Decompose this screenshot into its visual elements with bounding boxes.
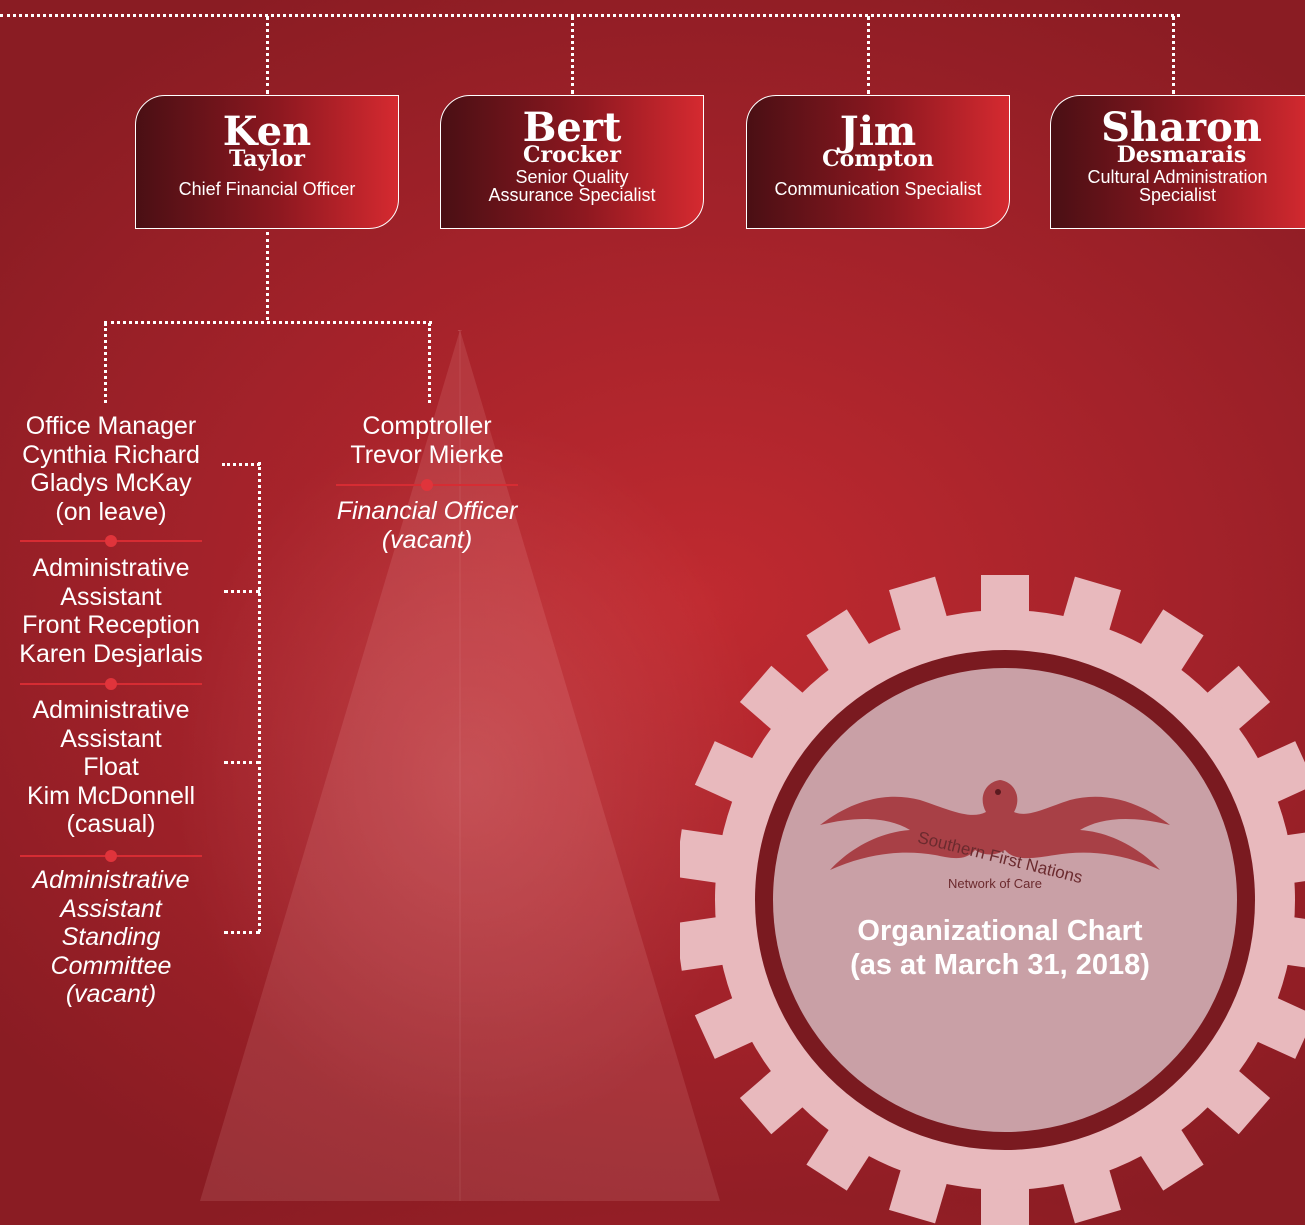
manager-first-name: Ken <box>222 108 312 155</box>
chart-title-line-2: (as at March 31, 2018) <box>850 949 1150 981</box>
separator-dot <box>105 850 117 862</box>
manager-role-line-1: Senior Quality <box>515 167 629 187</box>
staff-line: Standing <box>61 923 161 951</box>
staff-line: Gladys McKay <box>30 469 192 497</box>
separator-dot <box>421 479 433 491</box>
connector-office-spine <box>258 462 261 932</box>
manager-card-sharon-desmarais: Sharon Desmarais Cultural Administration… <box>1050 95 1305 229</box>
staff-line: Kim McDonnell <box>26 781 196 810</box>
staff-line: (vacant) <box>65 980 157 1008</box>
manager-card-ken-taylor: Ken Taylor Chief Financial Officer <box>135 95 399 229</box>
connector-office-2 <box>224 590 260 593</box>
staff-office-manager: Office Manager Cynthia Richard Gladys Mc… <box>0 412 222 526</box>
connector-office-3 <box>224 761 260 764</box>
manager-first-name: Sharon <box>1101 104 1262 151</box>
staff-line: Cynthia Richard <box>22 440 200 469</box>
connector-cfo-branch <box>104 321 432 324</box>
separator-dot <box>105 678 117 690</box>
staff-float: Administrative Assistant Float Kim McDon… <box>0 696 222 839</box>
manager-role-line-2: Specialist <box>1138 185 1217 205</box>
staff-line: Administrative <box>32 554 190 582</box>
connector-ken <box>266 16 269 94</box>
manager-role-line-1: Cultural Administration <box>1087 167 1268 187</box>
staff-line: Assistant <box>60 894 162 923</box>
manager-card-jim-compton: Jim Compton Communication Specialist <box>746 95 1010 229</box>
manager-role: Chief Financial Officer <box>178 179 356 199</box>
manager-role: Communication Specialist <box>774 179 982 199</box>
manager-last-name: Taylor <box>229 146 305 172</box>
eagle-logo <box>820 780 1170 870</box>
staff-comptroller: Comptroller Trevor Mierke <box>320 412 534 469</box>
staff-line: Karen Desjarlais <box>19 639 203 668</box>
staff-line: Office Manager <box>25 412 197 440</box>
connector-bert <box>571 16 574 94</box>
staff-line: Trevor Mierke <box>350 440 504 469</box>
connector-sharon <box>1172 16 1175 94</box>
staff-line: Administrative <box>32 696 190 724</box>
chart-title-line-1: Organizational Chart <box>857 915 1143 947</box>
chart-title: Organizational Chart (as at March 31, 20… <box>780 914 1220 982</box>
connector-finance <box>428 323 431 403</box>
staff-line: Front Reception <box>22 611 200 639</box>
gear-emblem <box>680 575 1305 1225</box>
manager-last-name: Compton <box>822 146 934 172</box>
staff-line: (on leave) <box>55 497 167 526</box>
logo-tagline: Network of Care <box>948 876 1042 891</box>
staff-line: Committee <box>50 951 172 980</box>
gear-inner <box>773 668 1237 1132</box>
staff-standing-committee: Administrative Assistant Standing Commit… <box>0 866 222 1009</box>
staff-line: (vacant) <box>381 525 473 554</box>
manager-last-name: Crocker <box>522 142 621 168</box>
connector-office-1 <box>222 463 260 466</box>
connector-office <box>104 323 107 403</box>
connector-cfo-down <box>266 232 269 320</box>
staff-line: Assistant <box>60 582 162 611</box>
staff-line: Comptroller <box>362 412 492 440</box>
staff-financial-officer: Financial Officer (vacant) <box>320 497 534 554</box>
staff-line: Financial Officer <box>336 497 518 525</box>
manager-card-bert-crocker: Bert Crocker Senior Quality Assurance Sp… <box>440 95 704 229</box>
manager-first-name: Bert <box>522 104 622 151</box>
tipi-silhouette <box>200 330 720 1201</box>
staff-line: Administrative <box>32 866 190 894</box>
manager-last-name: Desmarais <box>1116 142 1247 168</box>
connector-jim <box>867 16 870 94</box>
staff-line: (casual) <box>66 810 156 838</box>
manager-first-name: Jim <box>839 108 917 155</box>
staff-line: Assistant <box>60 724 162 753</box>
top-connector <box>0 14 1180 17</box>
staff-front-reception: Administrative Assistant Front Reception… <box>0 554 222 668</box>
connector-office-4 <box>224 931 260 934</box>
staff-line: Float <box>83 753 139 781</box>
manager-role-line-2: Assurance Specialist <box>488 185 656 205</box>
separator-dot <box>105 535 117 547</box>
